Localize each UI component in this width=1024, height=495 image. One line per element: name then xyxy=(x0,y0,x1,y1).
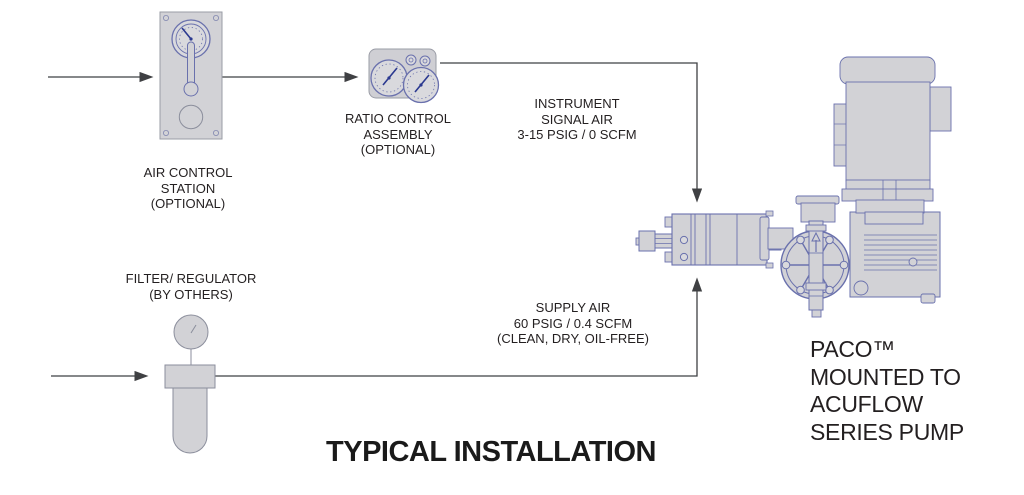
motor-body xyxy=(845,81,931,182)
air-control-station-graphic xyxy=(159,11,223,140)
ratio-control-label: RATIO CONTROL ASSEMBLY (OPTIONAL) xyxy=(345,111,451,157)
pump-fins xyxy=(864,234,937,271)
air-control-station-label: AIR CONTROL STATION (OPTIONAL) xyxy=(143,165,233,211)
actuator-rod xyxy=(654,233,673,249)
pump-caption: PACO™ MOUNTED TO ACUFLOW SERIES PUMP xyxy=(810,336,964,445)
ratio-knobs xyxy=(405,54,431,67)
station-lever xyxy=(183,41,199,97)
ratio-gauge-right-icon xyxy=(402,66,440,104)
regulator-block xyxy=(164,364,216,389)
ratio-control-assembly-graphic xyxy=(368,48,440,104)
paco-actuator-graphic xyxy=(635,210,782,269)
ratio-gauge-left-icon xyxy=(370,59,408,97)
instrument-signal-line xyxy=(440,62,703,203)
gauge-needle xyxy=(181,27,192,40)
motor-junction-box xyxy=(929,86,952,132)
actuator-segments xyxy=(690,214,738,265)
station-knob xyxy=(178,104,204,130)
flow-lines xyxy=(48,62,703,382)
actuator-knob xyxy=(638,230,656,252)
pump-graphic xyxy=(759,56,952,318)
valve-column-icon xyxy=(805,220,827,318)
instrument-signal-label: INSTRUMENT SIGNAL AIR 3-15 PSIG / 0 SCFM xyxy=(517,96,637,142)
pump-foot xyxy=(920,293,936,304)
filter-gauge-icon xyxy=(173,314,209,350)
motor-cap xyxy=(839,56,936,85)
filter-regulator-label: FILTER/ REGULATOR (BY OTHERS) xyxy=(125,271,257,302)
panel-screws xyxy=(162,14,219,136)
filter-bowl xyxy=(172,387,208,454)
diagram-title: TYPICAL INSTALLATION xyxy=(326,436,656,468)
supply-air-label: SUPPLY AIR 60 PSIG / 0.4 SCFM (CLEAN, DR… xyxy=(497,300,649,346)
supply-air-line xyxy=(215,277,703,377)
filter-regulator-graphic xyxy=(164,314,216,454)
motor-rib-plate xyxy=(833,103,848,167)
